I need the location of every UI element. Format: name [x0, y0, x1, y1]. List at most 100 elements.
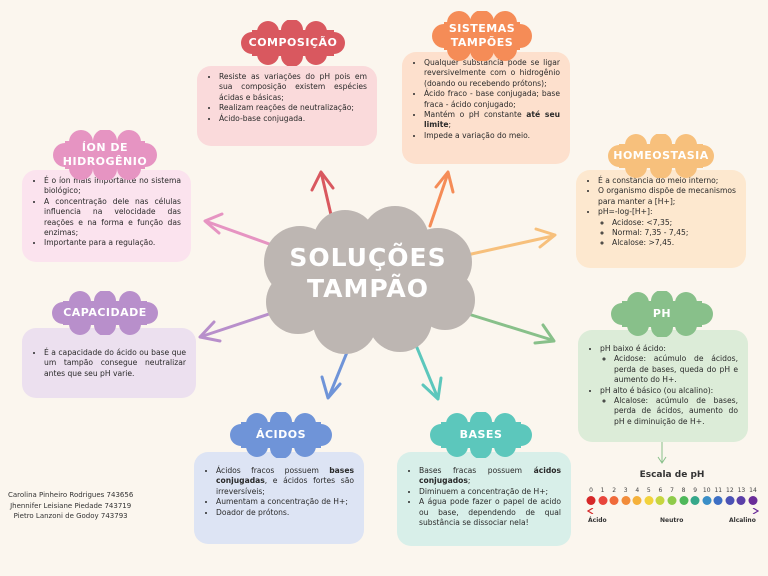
- author-name: Jhennifer Leisiane Piedade 743719: [10, 501, 132, 510]
- homeostasia-item: pH=-log-[H+]: Acidose: <7,35; Normal: 7,…: [598, 207, 736, 249]
- ph-scale-dot: [679, 496, 689, 505]
- author-name: Pietro Lanzoni de Godoy 743793: [13, 512, 128, 520]
- ph-scale-number: 0: [589, 487, 593, 494]
- ph-scale-number: 6: [658, 487, 663, 494]
- capacidade-title: CAPACIDADE: [63, 306, 147, 319]
- acidos-item: Doador de prótons.: [216, 508, 354, 518]
- ph-scale-number: 11: [714, 487, 723, 494]
- sistemas-item: Qualquer substância pode se ligar revers…: [424, 58, 560, 89]
- ph-scale-number: 2: [612, 487, 617, 494]
- ph-scale-dot: [690, 496, 700, 505]
- arrow-sistemas: [428, 170, 455, 228]
- homeostasia-subitem: Alcalose: >7,45.: [612, 238, 736, 248]
- ph-item-text: pH baixo é ácido:: [600, 344, 666, 353]
- homeostasia-item-text: pH=-log-[H+]:: [598, 207, 653, 217]
- bases-title: BASES: [459, 428, 503, 441]
- acidos-item-bold: bases conjugadas: [216, 466, 354, 486]
- ion-box: É o íon mais importante no sistema bioló…: [22, 170, 191, 262]
- homeostasia-title-cloud: HOMEOSTASIA: [607, 134, 715, 178]
- sistemas-item-text: ;: [448, 120, 452, 130]
- ph-scale-title: Escala de pH: [639, 470, 705, 480]
- ph-scale-number: 5: [646, 487, 651, 494]
- ph-scale-dots: [583, 496, 761, 508]
- ph-scale-neutral-label: Neutro: [660, 517, 684, 524]
- sistemas-title-line2: TAMPÕES: [450, 36, 514, 49]
- acidos-box: Ácidos fracos possuem bases conjugadas, …: [194, 452, 364, 544]
- ph-cloud-shape: [611, 291, 713, 337]
- bases-item-text: Bases fracas possuem: [419, 466, 534, 475]
- ph-scale-dot: [609, 496, 619, 505]
- ph-scale-dot: [644, 496, 654, 505]
- ph-scale-number: 14: [749, 487, 757, 494]
- ion-cloud-shape: [53, 130, 157, 180]
- homeostasia-box: É a constância do meio interno; O organi…: [576, 170, 746, 268]
- ph-subitem: Alcalose: acúmulo de bases, perda de áci…: [614, 396, 738, 427]
- ion-item: A concentração dele nas células influenc…: [44, 197, 181, 239]
- sistemas-item: Impede a variação do meio.: [424, 131, 560, 141]
- acidos-item: Ácidos fracos possuem bases conjugadas, …: [216, 466, 354, 497]
- arrow-ph: [463, 311, 556, 345]
- ph-scale-number: 8: [681, 487, 686, 494]
- ph-scale-acid-label: Ácido: [588, 517, 607, 524]
- capacidade-item: É a capacidade do ácido ou base que um t…: [44, 348, 186, 379]
- composicao-item: Realizam reações de neutralização;: [219, 103, 367, 113]
- ph-item: pH baixo é ácido: Acidose: acúmulo de ác…: [600, 344, 738, 386]
- sistemas-item: Ácido fraco - base conjugada; base fraca…: [424, 89, 560, 110]
- ph-scale-dot: [598, 496, 608, 505]
- ph-scale-dot: [632, 496, 642, 505]
- arrow-homeostasia: [465, 227, 557, 257]
- ion-title-line2: HIDROGÊNIO: [62, 155, 148, 168]
- ph-scale-number: 9: [693, 487, 698, 494]
- sistemas-item-bold: até seu limite: [424, 110, 560, 130]
- ph-scale-dot: [586, 496, 596, 505]
- ph-scale-alkaline-label: Alcalino: [729, 517, 756, 524]
- ph-title-cloud: PH: [610, 291, 714, 337]
- ph-title: PH: [652, 307, 672, 320]
- bases-box: Bases fracas possuem ácidos conjugados; …: [397, 452, 571, 546]
- ph-scale-dot: [621, 496, 631, 505]
- ph-scale-number: 1: [600, 487, 605, 494]
- ph-scale-number: 12: [726, 487, 734, 494]
- composicao-box: Resiste as variações do pH pois em sua c…: [197, 66, 377, 146]
- ph-scale-number: 3: [623, 487, 628, 494]
- bases-title-cloud: BASES: [429, 412, 533, 458]
- ph-scale-number: 10: [702, 487, 711, 494]
- homeostasia-item: É a constância do meio interno;: [598, 176, 736, 186]
- ph-box: pH baixo é ácido: Acidose: acúmulo de ác…: [578, 330, 748, 442]
- homeostasia-title: HOMEOSTASIA: [613, 149, 709, 162]
- arrow-bases: [411, 336, 443, 401]
- bases-item: A água pode fazer o papel de acido ou ba…: [419, 497, 561, 528]
- ph-scale-number: 4: [635, 487, 640, 494]
- composicao-item: Resiste as variações do pH pois em sua c…: [219, 72, 367, 103]
- bases-item-bold: ácidos conjugados: [419, 466, 561, 486]
- sistemas-cloud-shape: [432, 11, 532, 61]
- ph-subitem: Acidose: acúmulo de ácidos, perda de bas…: [614, 354, 738, 385]
- ph-scale-number: 13: [737, 487, 746, 494]
- ion-title-line1: ÍON DE: [81, 141, 129, 154]
- ph-scale-dot: [736, 496, 746, 505]
- ph-scale-down-arrow: [657, 442, 667, 464]
- capacidade-title-cloud: CAPACIDADE: [51, 291, 159, 335]
- ph-scale-dot: [725, 496, 735, 505]
- bases-item: Diminuem a concentração de H+;: [419, 487, 561, 497]
- sistemas-title-line1: SISTEMAS: [448, 22, 516, 35]
- acidos-title-cloud: ÁCIDOS: [229, 412, 333, 458]
- ph-scale-dot: [655, 496, 665, 505]
- composicao-title: COMPOSIÇÃO: [248, 36, 338, 49]
- composicao-cloud-shape: [241, 20, 345, 66]
- homeostasia-subitem: Acidose: <7,35;: [612, 218, 736, 228]
- ph-scale-dot: [667, 496, 677, 505]
- acidos-item: Aumentam a concentração de H+;: [216, 497, 354, 507]
- ph-item: pH alto é básico (ou alcalino): Alcalose…: [600, 386, 738, 428]
- sistemas-item: Mantém o pH constante até seu limite;: [424, 110, 560, 131]
- sistemas-item-text: Mantém o pH constante: [424, 110, 527, 120]
- homeostasia-item: O organismo dispõe de mecanismos para ma…: [598, 186, 736, 207]
- ph-scale-bar: [587, 508, 759, 514]
- ph-scale-dot: [748, 496, 758, 505]
